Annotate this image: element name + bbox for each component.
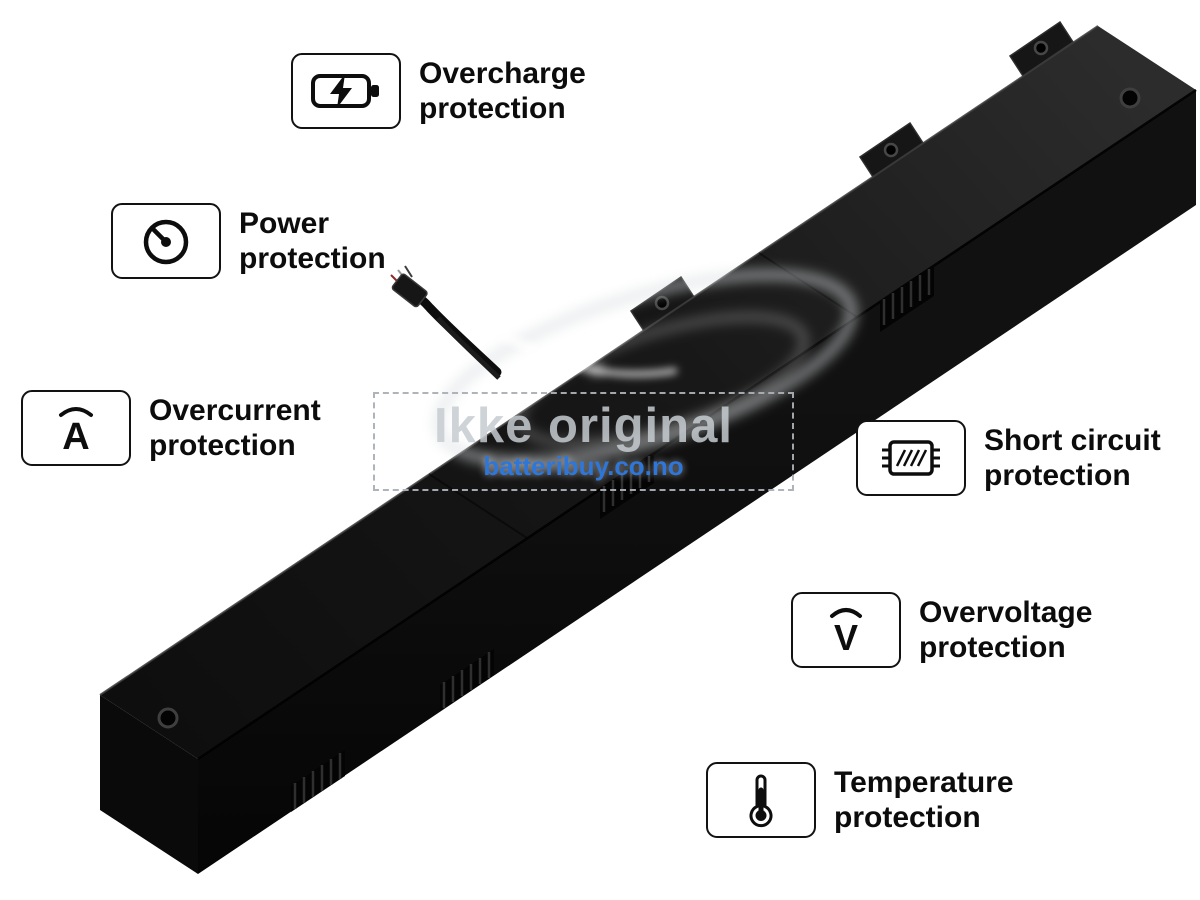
feature-overcurrent-protection: A Overcurrent protection bbox=[21, 390, 321, 466]
feature-label-line2: protection bbox=[149, 429, 296, 462]
battery-front-face bbox=[198, 90, 1196, 874]
watermark-title: Ikke original bbox=[434, 399, 733, 454]
ic-chip-icon bbox=[856, 420, 966, 496]
feature-overvoltage-protection: V Overvoltage protection bbox=[791, 592, 1092, 668]
svg-text:A: A bbox=[62, 416, 89, 456]
battery-left-face bbox=[100, 695, 198, 874]
watermark: Ikke original batteribuy.co.no bbox=[373, 392, 794, 491]
light-swirl-effect bbox=[427, 269, 858, 467]
feature-label-line2: protection bbox=[834, 801, 981, 834]
feature-label-line1: Overcharge bbox=[419, 56, 586, 90]
feature-label-line2: protection bbox=[984, 459, 1131, 492]
feature-label-line1: Overcurrent bbox=[149, 393, 321, 427]
thermometer-icon bbox=[706, 762, 816, 838]
feature-power-protection: Power protection bbox=[111, 203, 386, 279]
battery-cable bbox=[390, 265, 502, 380]
ampere-arc-icon: A bbox=[21, 390, 131, 466]
feature-label-line1: Power bbox=[239, 206, 330, 240]
battery-charging-icon bbox=[291, 53, 401, 129]
feature-label-line1: Short circuit bbox=[984, 423, 1161, 457]
feature-overcharge-protection: Overcharge protection bbox=[291, 53, 586, 129]
svg-text:V: V bbox=[834, 617, 858, 658]
feature-label-line1: Temperature bbox=[834, 765, 1014, 799]
feature-label-line1: Overvoltage bbox=[919, 595, 1093, 629]
feature-label-line2: protection bbox=[919, 631, 1066, 664]
power-gauge-icon bbox=[111, 203, 221, 279]
watermark-site: batteribuy.co.no bbox=[483, 451, 684, 482]
feature-label-line2: protection bbox=[239, 242, 386, 275]
feature-label-line2: protection bbox=[419, 92, 566, 125]
volt-arc-icon: V bbox=[791, 592, 901, 668]
feature-temperature-protection: Temperature protection bbox=[706, 762, 1014, 838]
feature-short-circuit-protection: Short circuit protection bbox=[856, 420, 1161, 496]
